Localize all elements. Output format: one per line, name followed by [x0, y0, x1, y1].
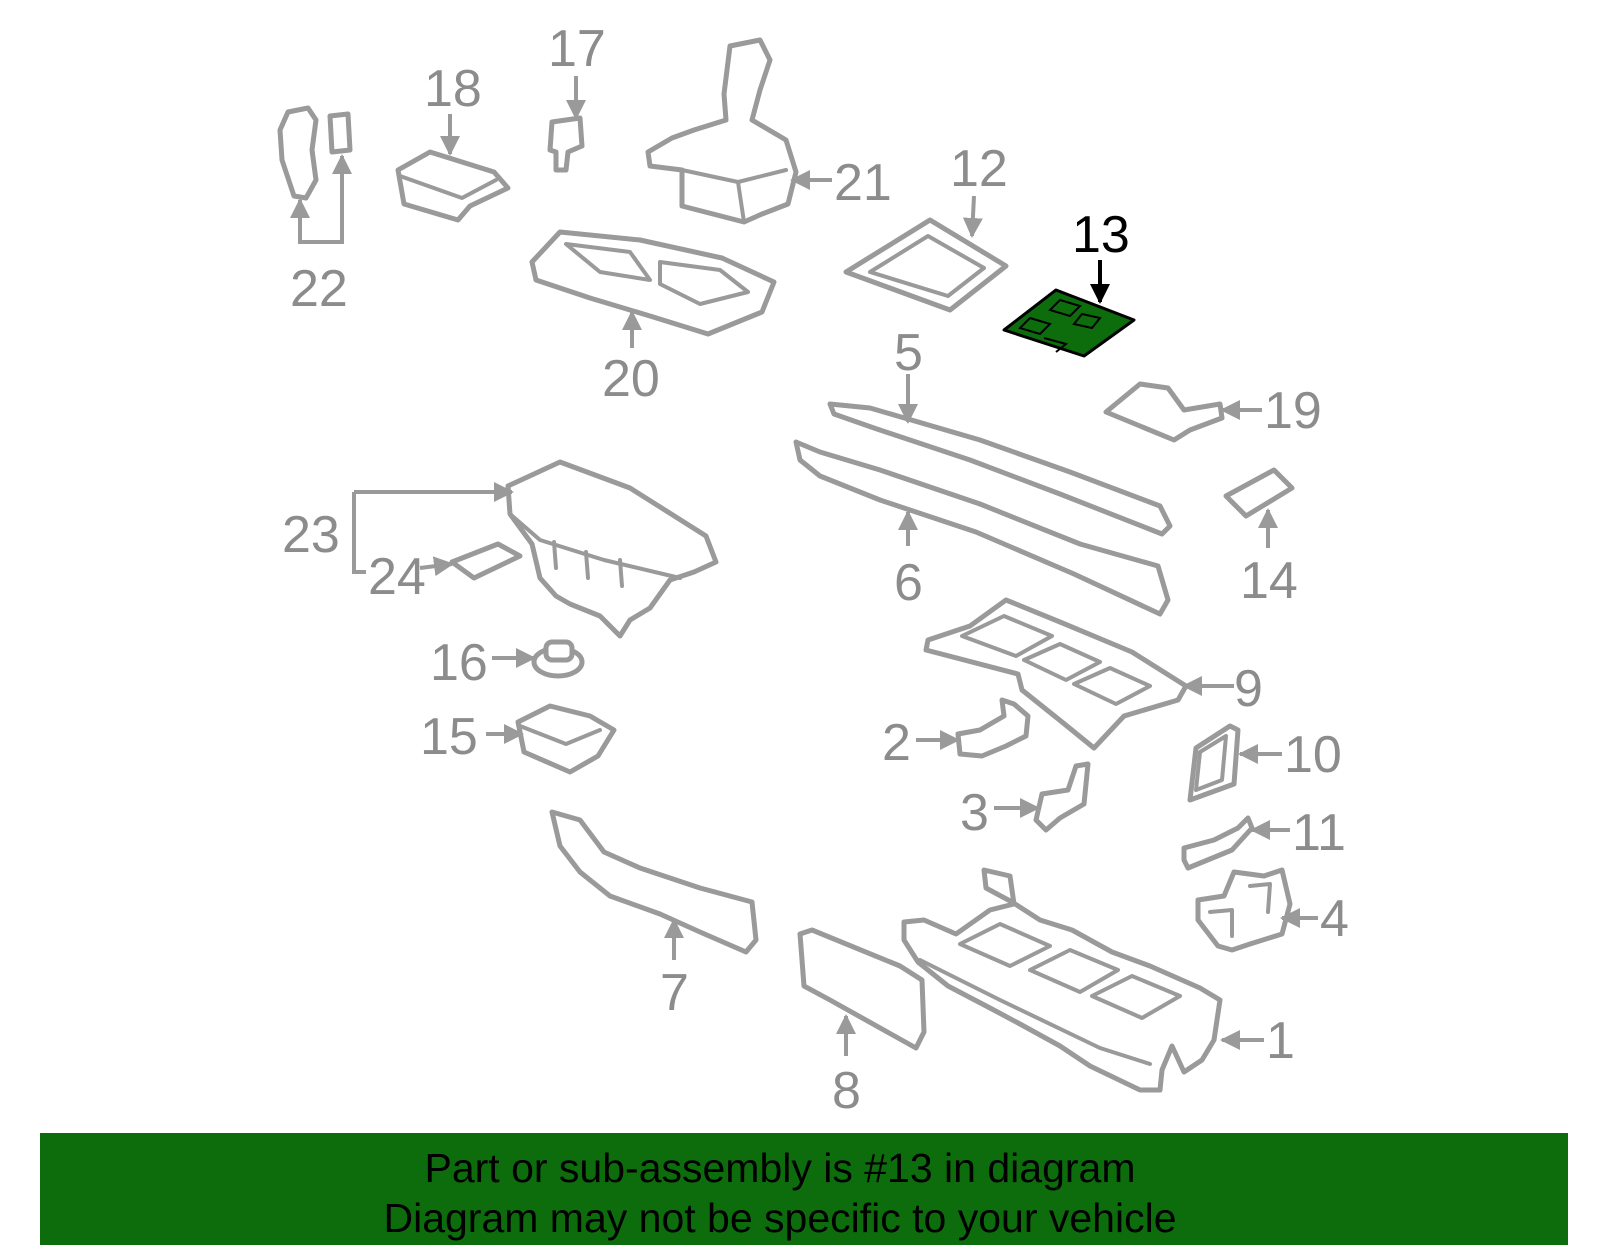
part-7 — [549, 809, 759, 955]
part-3 — [1033, 761, 1091, 833]
callout-18: 18 — [424, 60, 482, 118]
part-9 — [923, 597, 1189, 751]
callout-16: 16 — [430, 634, 488, 692]
part-22 — [277, 105, 353, 201]
callout-11: 11 — [1292, 804, 1346, 862]
callout-3: 3 — [960, 784, 989, 842]
leader-lines — [290, 76, 1318, 1056]
banner-line-1: Part or sub-assembly is #13 in diagram — [424, 1145, 1136, 1191]
callout-9: 9 — [1234, 660, 1263, 718]
callout-21: 21 — [834, 154, 892, 212]
part-2 — [955, 697, 1031, 759]
part-12 — [843, 217, 1009, 313]
callout-1: 1 — [1266, 1012, 1295, 1070]
banner-text: Part or sub-assembly is #13 in diagram D… — [40, 1143, 1520, 1243]
callout-6: 6 — [894, 554, 923, 612]
part-16 — [531, 639, 585, 679]
part-18 — [395, 149, 511, 223]
callout-8: 8 — [832, 1062, 861, 1120]
part-6 — [793, 439, 1171, 617]
part-11 — [1181, 815, 1255, 871]
callout-10: 10 — [1284, 726, 1342, 784]
part-8 — [797, 927, 927, 1051]
callout-4: 4 — [1320, 890, 1349, 948]
callout-22: 22 — [290, 260, 348, 318]
callout-15: 15 — [420, 708, 478, 766]
part-13 — [1002, 288, 1136, 358]
banner-line-2: Diagram may not be specific to your vehi… — [383, 1195, 1177, 1241]
callout-12: 12 — [950, 140, 1008, 198]
callout-2: 2 — [882, 714, 911, 772]
callout-17: 17 — [548, 20, 606, 78]
part-4 — [1195, 867, 1293, 953]
part-19 — [1103, 381, 1225, 443]
part-15 — [515, 703, 617, 775]
part-1 — [901, 867, 1223, 1093]
callout-20: 20 — [602, 350, 660, 408]
part-14 — [1223, 467, 1295, 519]
part-24 — [449, 541, 523, 581]
part-21 — [645, 37, 799, 225]
callout-5: 5 — [894, 324, 923, 382]
callout-13: 13 — [1072, 206, 1130, 264]
callout-19: 19 — [1264, 382, 1322, 440]
callout-24: 24 — [368, 548, 426, 606]
callout-23: 23 — [282, 506, 340, 564]
part-23 — [505, 459, 719, 639]
callout-7: 7 — [660, 964, 689, 1022]
callout-14: 14 — [1240, 552, 1298, 610]
part-10 — [1187, 723, 1241, 803]
part-5 — [827, 401, 1173, 537]
part-20 — [529, 229, 777, 337]
info-banner: Part or sub-assembly is #13 in diagram D… — [40, 1133, 1568, 1245]
part-17 — [547, 115, 585, 173]
